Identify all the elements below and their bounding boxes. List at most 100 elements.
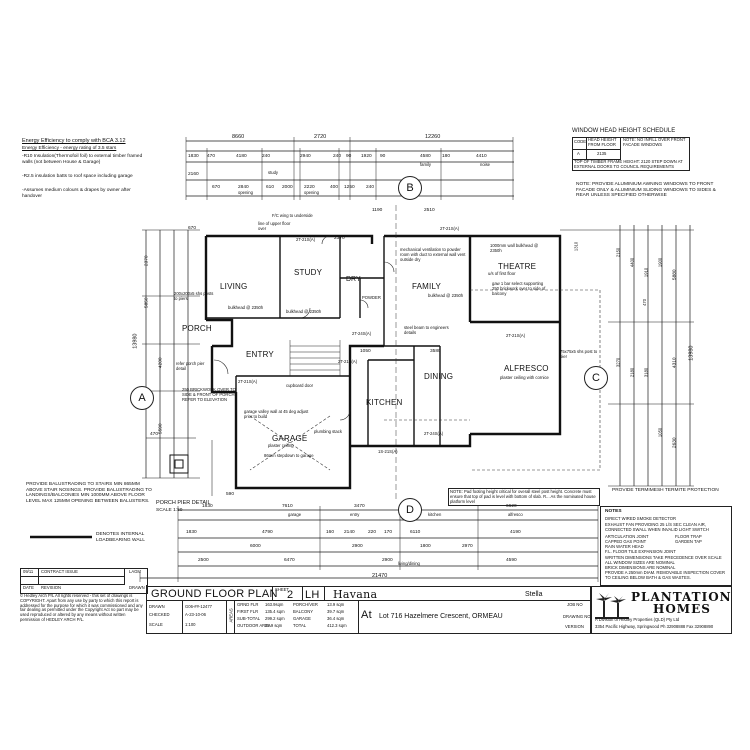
dim-right-small-7: 1900 [657,257,663,268]
lot-prefix: At [361,609,372,621]
plan-title: GROUND FLOOR PLAN [151,588,278,600]
dim-right-small-3: 3270 [615,357,621,368]
dim-top-row-4: 2940 [300,154,311,159]
dim-right-1: 4310 [672,357,678,369]
orientation: LH [305,589,320,601]
dim-right-small-1: 2150 [615,247,621,258]
brand-name-line2: HOMES [653,602,711,616]
wall-label-2: 2T-21S(A) [506,333,526,338]
dim-left-total: 13980 [132,333,139,349]
notes-title: NOTES [605,509,622,514]
dim-top-row-6: 90 [346,154,352,159]
wall-label-0: 2T-21S(A) [296,237,316,242]
wall-label-3: 2T-24S(A) [424,431,444,436]
dim-left-0: 2370 [144,255,150,267]
dim-bottom-label-1: entry [350,512,360,517]
areas-label: AREAS [228,608,234,623]
window-schedule-title: WINDOW HEAD HEIGHT SCHEDULE [572,128,676,134]
dim-top-row-8: 90 [380,154,386,159]
energy-title: Energy Efficiency to comply with BCA 3.1… [22,138,126,144]
note-theatre-2: u/s of first floor [488,271,516,276]
room-dining: DINING [424,372,454,381]
palm-tree-logo [595,593,629,619]
dim-right-small-6: 470 [642,298,648,306]
dim-top-row-11: 4410 [476,154,487,159]
area-1-0: FIRST FLR [237,609,259,614]
dim-mid-0: 1190 [372,208,383,213]
dim-right-small-0: 1310 [573,241,579,252]
notes-item-10: BRICK DIMENSIONS ARE NOMINAL [605,565,676,570]
dim-bottom-2-7: 4190 [510,530,521,535]
brand-name-line1: PLANTATION [631,590,732,604]
dim-bottom-2-2: 160 [326,530,335,535]
notes-legend: NOTES DIRECT WIRED SMOKE DETECTOR EXHAUS… [600,506,732,586]
notes-item-7: F.L. FLOOR TILE EXPANSION JOINT [605,549,676,554]
dim-top-label-2: opening [304,190,319,195]
porch-pier-scale: SCALE 1:50 [156,508,183,513]
dim-bottom-3-0: 6000 [250,544,261,549]
dim-top-row2-7: 1250 [344,185,355,190]
dim-top-row2-6: 400 [330,185,339,190]
notes-item-0: DIRECT WIRED SMOKE DETECTOR [605,516,677,521]
note-alfresco: plaster ceiling with cornice [500,375,549,380]
note-brickwork: 250 BRICKWORK OVER TO SIDE & FRONT OF PO… [182,387,236,402]
section-marker-c: C [584,366,608,390]
dim-bottom-2-0: 1830 [186,530,197,535]
wall-label-7: 2T-24S(A) [352,331,372,336]
dim-bottom-3-1: 2900 [352,544,363,549]
dim-bottom-4-0: 2500 [198,558,209,563]
dim-mid-4: 1050 [360,349,371,354]
dim-bottom-2-3: 2140 [344,530,355,535]
dim-mid-1: 2510 [424,208,435,213]
dim-right-small-9: 1050 [657,427,663,438]
dim-bottom-total-label: living/dining [398,561,420,566]
dim-top-label-3: family [420,162,431,167]
area-3-1: 35.9 sqm [265,623,283,628]
loadbearing-legend: DENOTES INTERNAL LOADBEARING WALL [96,532,145,543]
porch-pier-title: PORCH PIER DETAIL [156,500,211,506]
dim-bottom-4-2: 2900 [382,558,393,563]
note-garage-step: 86mm stepdown to garage [264,453,314,458]
dim-left-1: 5850 [144,297,150,309]
area-2-0: SUB-TOTAL [237,616,261,621]
slab-note: NOTE: Pad footing height critical for ov… [448,488,600,507]
note-plumbing: plumbing stack [314,429,342,434]
job-label-0: JOB NO [567,602,583,607]
sheet-number: 2 [287,589,294,601]
dim-bottom-label-3: alfresco [508,512,523,517]
area-3-0: OUTDOOR AREA [237,623,271,628]
note-living-bulkhead: bulkhead @ 2350h [228,305,264,310]
room-family: FAMILY [412,282,442,291]
notes-item-2: ARTICULATION JOINT [605,534,649,539]
dim-top-row-2: 4180 [236,154,247,159]
room-study: STUDY [294,268,323,277]
dim-bottom-1-0: 7610 [282,504,293,509]
schedule-header-height: HEAD HEIGHT FROM FLOOR [588,137,617,147]
room-entry: ENTRY [246,350,274,359]
facade-name: Stella [525,591,543,598]
dim-mid-3: 3580 [430,349,441,354]
wall-label-1: 2T-21S(A) [440,226,460,231]
section-marker-a: A [130,386,154,410]
energy-line-1: -R10 Insulation(Thermofoil foil) to exte… [22,154,143,165]
lot-address: Lot 716 Hazelmere Crescent, ORMEAU [379,613,503,620]
notes-item-8: WRITTEN DIMENSIONS TAKE PRECEDENCE OVER … [605,555,722,560]
checked-value: A-23-10-06 [185,612,206,617]
room-alfresco: ALFRESCO [504,364,549,373]
notes-item-9: ALL WINDOW SIZES ARE NOMINAL [605,560,675,565]
note-garage: plaster ceiling [268,443,294,448]
dim-bottom-label-2: kitchen [428,512,442,517]
note-family-bulkhead: bulkhead @ 2350h [428,293,464,298]
area-0-1: 163.9sqm [265,602,284,607]
job-label-2: DRAWING NO [563,614,591,619]
note-upper-floor: line of upper floor over [258,221,291,231]
area-2-2: GARAGE [293,616,311,621]
area-2-3: 36.4 sqm [327,616,345,621]
room-porch: PORCH [182,324,212,333]
scale-value: 1:100 [185,622,196,627]
notes-item-3: FLOOR TRAP [675,534,702,539]
schedule-header-note: NOTE: NO INFILL OVER FRONT FACADE WINDOW… [623,137,686,147]
dim-bottom-2-6: 6110 [410,530,421,535]
wall-label-5: 2T-21S(A) [238,379,258,384]
brand-sub: A Division of Hedley Properties (QLD) Pt… [595,617,680,622]
